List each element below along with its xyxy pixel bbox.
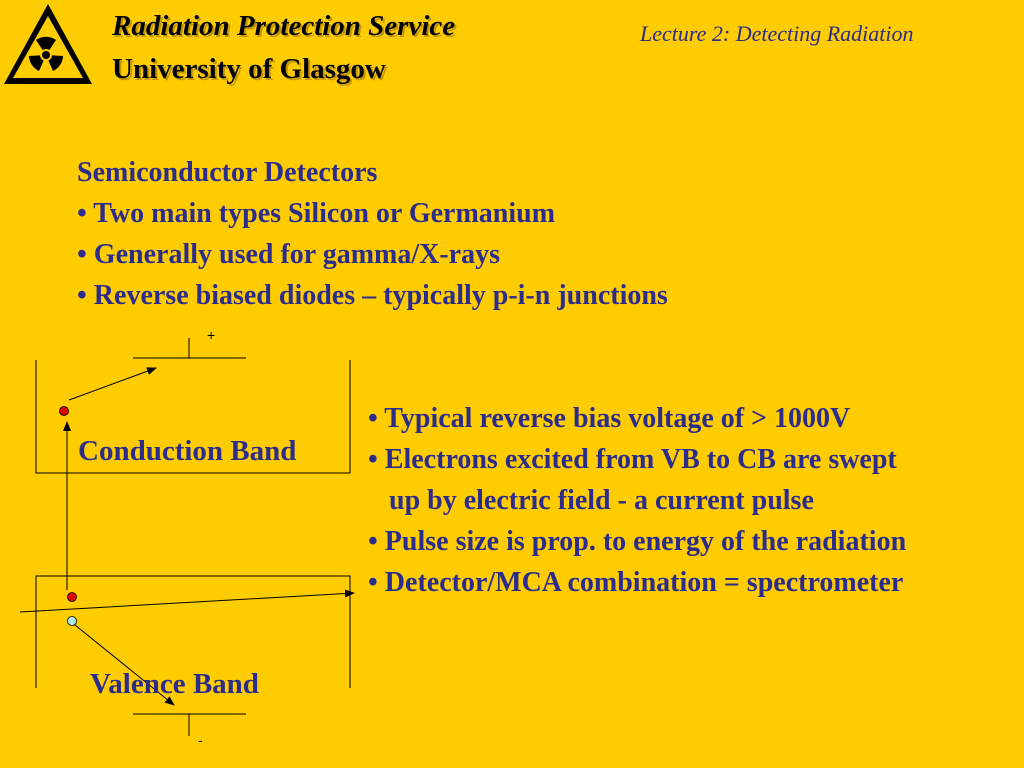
side-bullet-item: up by electric field - a current pulse (368, 485, 814, 516)
side-bullet-item: • Electrons excited from VB to CB are sw… (368, 444, 897, 475)
lecture-title: Lecture 2: Detecting Radiation (640, 21, 914, 46)
electron-cb (59, 406, 69, 416)
slide-heading: Semiconductor Detectors (77, 157, 378, 188)
university-name: University of Glasgow (112, 53, 386, 85)
hole-vb (67, 616, 77, 626)
side-bullets: • Typical reverse bias voltage of > 1000… (368, 398, 1024, 603)
bullet-item: • Two main types Silicon or Germanium (77, 198, 556, 229)
radiation-trefoil-icon (4, 4, 92, 84)
side-bullet-item: • Pulse size is prop. to energy of the r… (368, 526, 907, 557)
hole-drift-arrow (74, 624, 175, 706)
electron-drift-arrow (68, 367, 157, 401)
bullet-item: • Generally used for gamma/X-rays (77, 239, 501, 270)
valence-band-box (35, 575, 351, 688)
band-diagram (19, 338, 355, 736)
bullet-item: • Reverse biased diodes – typically p-i-… (77, 280, 668, 311)
radiation-arrow (19, 589, 355, 613)
plus-terminal-label: + (207, 327, 216, 343)
main-content: Semiconductor Detectors • Two main types… (77, 152, 837, 316)
organization-name: Radiation Protection Service (112, 10, 456, 42)
valence-band-label: Valence Band (90, 668, 259, 700)
conduction-band-box (35, 360, 351, 474)
side-bullet-item: • Detector/MCA combination = spectromete… (368, 567, 904, 598)
minus-terminal-label: - (198, 732, 203, 748)
side-bullet-item: • Typical reverse bias voltage of > 1000… (368, 403, 851, 434)
electron-vb (67, 592, 77, 602)
conduction-band-label: Conduction Band (78, 435, 297, 467)
